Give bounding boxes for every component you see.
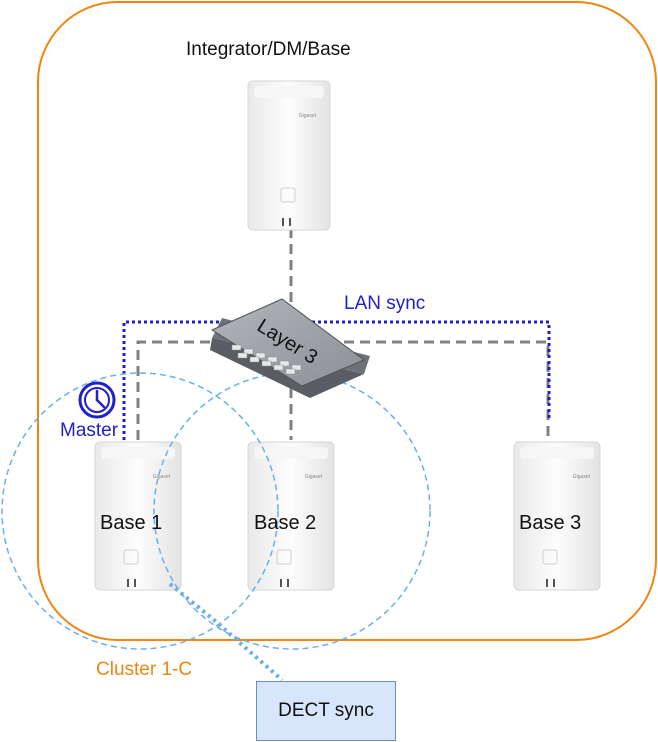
integrator-device: Gigaset <box>247 80 331 231</box>
base1-label: Base 1 <box>100 512 163 534</box>
base3-label: Base 3 <box>519 512 582 534</box>
integrator-label: Integrator/DM/Base <box>186 39 351 60</box>
ethernet-links <box>136 228 550 440</box>
link-switch-base1 <box>136 340 550 440</box>
svg-text:Gigaset: Gigaset <box>153 474 171 480</box>
layer3-switch: Layer 3 <box>210 298 370 398</box>
dect-sync-box: DECT sync <box>256 681 396 741</box>
base2-label: Base 2 <box>254 512 317 534</box>
base1-dect-range <box>1 372 279 650</box>
base3-device: Gigaset <box>513 441 601 591</box>
clock-icon <box>78 381 116 419</box>
lan-sync-line <box>122 320 551 440</box>
cluster-boundary <box>37 1 657 641</box>
base1-device: Gigaset <box>94 441 182 591</box>
lan-sync-label: LAN sync <box>344 293 426 314</box>
dect-sync-label: DECT sync <box>278 700 374 721</box>
master-label: Master <box>60 420 119 441</box>
cluster-label: Cluster 1-C <box>96 659 193 680</box>
dect-sync-line <box>168 582 284 682</box>
svg-text:Gigaset: Gigaset <box>305 474 323 480</box>
base2-device: Gigaset <box>247 441 335 591</box>
integrator-brand: Gigaset <box>299 113 317 119</box>
svg-text:Gigaset: Gigaset <box>573 474 591 480</box>
